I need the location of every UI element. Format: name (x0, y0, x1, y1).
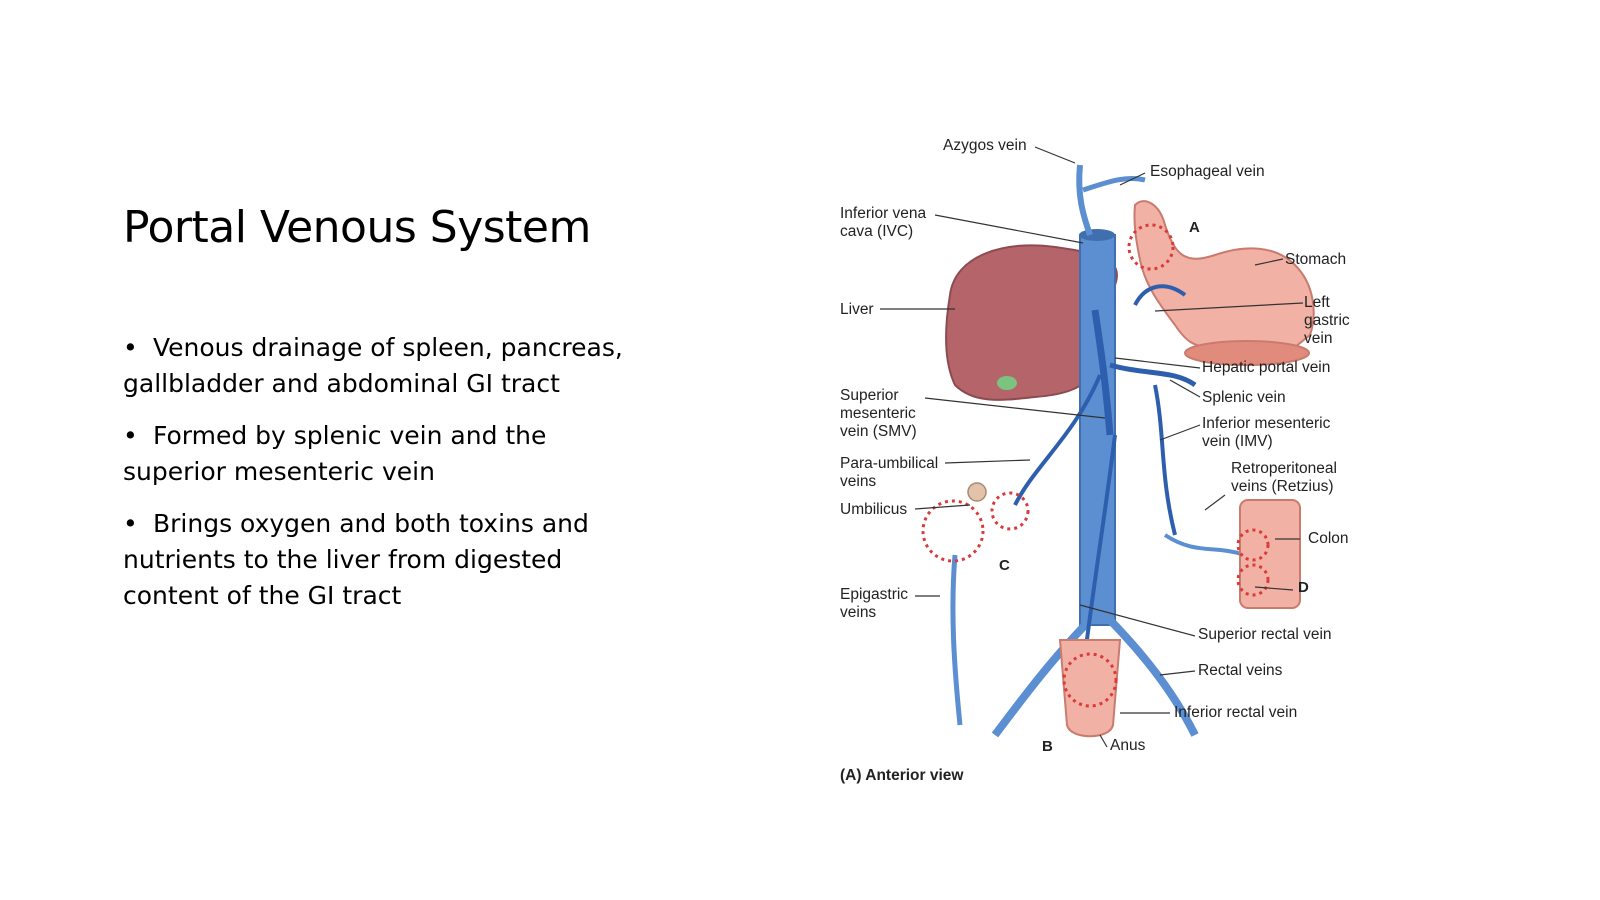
label-stomach: Stomach (1285, 251, 1347, 268)
label-ivc: Inferior vena cava (IVC) (840, 205, 927, 240)
highlight-c-right (990, 491, 1030, 531)
bullet-icon: • (123, 509, 138, 538)
splenic-vessel (1109, 362, 1197, 388)
label-umbilicus: Umbilicus (840, 501, 908, 518)
umbilicus-shape (967, 482, 987, 502)
bullet-text: Venous drainage of spleen, pancreas, gal… (123, 333, 623, 398)
figure-caption: (A) Anterior view (840, 767, 964, 784)
retroperitoneal-vessel (1163, 533, 1246, 557)
bullet-item: •Brings oxygen and both toxins and nutri… (123, 506, 643, 614)
bullet-list: •Venous drainage of spleen, pancreas, ga… (123, 330, 643, 630)
stomach-shape (1133, 200, 1315, 357)
label-epigastric-veins: Epigastric veins (840, 586, 909, 621)
label-esophageal-vein: Esophageal vein (1150, 163, 1265, 180)
left-gastric-vessel (1133, 284, 1187, 306)
highlight-d-top (1236, 528, 1270, 562)
gallbladder-shape (997, 376, 1017, 390)
anatomy-illustration (880, 146, 1315, 748)
label-para-umbilical-veins: Para-umbilical veins (840, 455, 939, 490)
slide-title: Portal Venous System (123, 202, 591, 253)
ivc-top (1079, 229, 1115, 241)
superior-rectal-vessel (1083, 434, 1117, 656)
label-superior-rectal-vein: Superior rectal vein (1198, 626, 1332, 643)
bullet-item: •Formed by splenic vein and the superior… (123, 418, 643, 490)
label-rectal-veins: Rectal veins (1198, 662, 1283, 679)
label-colon: Colon (1308, 530, 1349, 547)
label-liver: Liver (840, 301, 874, 318)
epigastric-vessel (950, 554, 963, 726)
label-hepatic-portal-vein: Hepatic portal vein (1202, 359, 1331, 376)
label-anus: Anus (1110, 737, 1146, 754)
highlight-c-left (921, 499, 985, 563)
label-letter-b: B (1042, 738, 1053, 755)
portal-vein (1091, 309, 1114, 436)
bullet-icon: • (123, 333, 138, 362)
label-letter-c: C (999, 557, 1010, 574)
bullet-icon: • (123, 421, 138, 450)
label-smv: Superior mesenteric vein (SMV) (840, 387, 917, 440)
smv-vessel (1013, 374, 1102, 506)
leader-lines (880, 146, 1304, 748)
label-imv: Inferior mesenteric vein (IMV) (1202, 415, 1331, 450)
iliac-right (1102, 612, 1199, 737)
bullet-item: •Venous drainage of spleen, pancreas, ga… (123, 330, 643, 402)
highlight-a (1127, 223, 1175, 271)
iliac-left (991, 612, 1098, 738)
esophageal-vessel (1082, 175, 1146, 193)
bullet-text: Brings oxygen and both toxins and nutrie… (123, 509, 589, 610)
colon-shape (1239, 499, 1301, 609)
label-inferior-rectal-vein: Inferior rectal vein (1174, 704, 1298, 721)
imv-vessel (1153, 384, 1177, 536)
label-letter-a: A (1189, 219, 1200, 236)
bullet-text: Formed by splenic vein and the superior … (123, 421, 547, 486)
label-letter-d: D (1298, 579, 1309, 596)
portal-system-figure: Azygos vein Esophageal vein Inferior ven… (840, 135, 1415, 815)
highlight-d-bottom (1236, 563, 1270, 597)
label-retroperitoneal-veins: Retroperitoneal veins (Retzius) (1231, 460, 1337, 495)
rectum-shape (1058, 639, 1122, 738)
azygos-vessel (1076, 164, 1093, 236)
label-left-gastric-vein: Left gastric vein (1304, 294, 1350, 347)
label-splenic-vein: Splenic vein (1202, 389, 1286, 406)
stomach-opening (1184, 340, 1310, 366)
label-azygos-vein: Azygos vein (943, 137, 1027, 154)
highlight-b (1062, 652, 1118, 708)
